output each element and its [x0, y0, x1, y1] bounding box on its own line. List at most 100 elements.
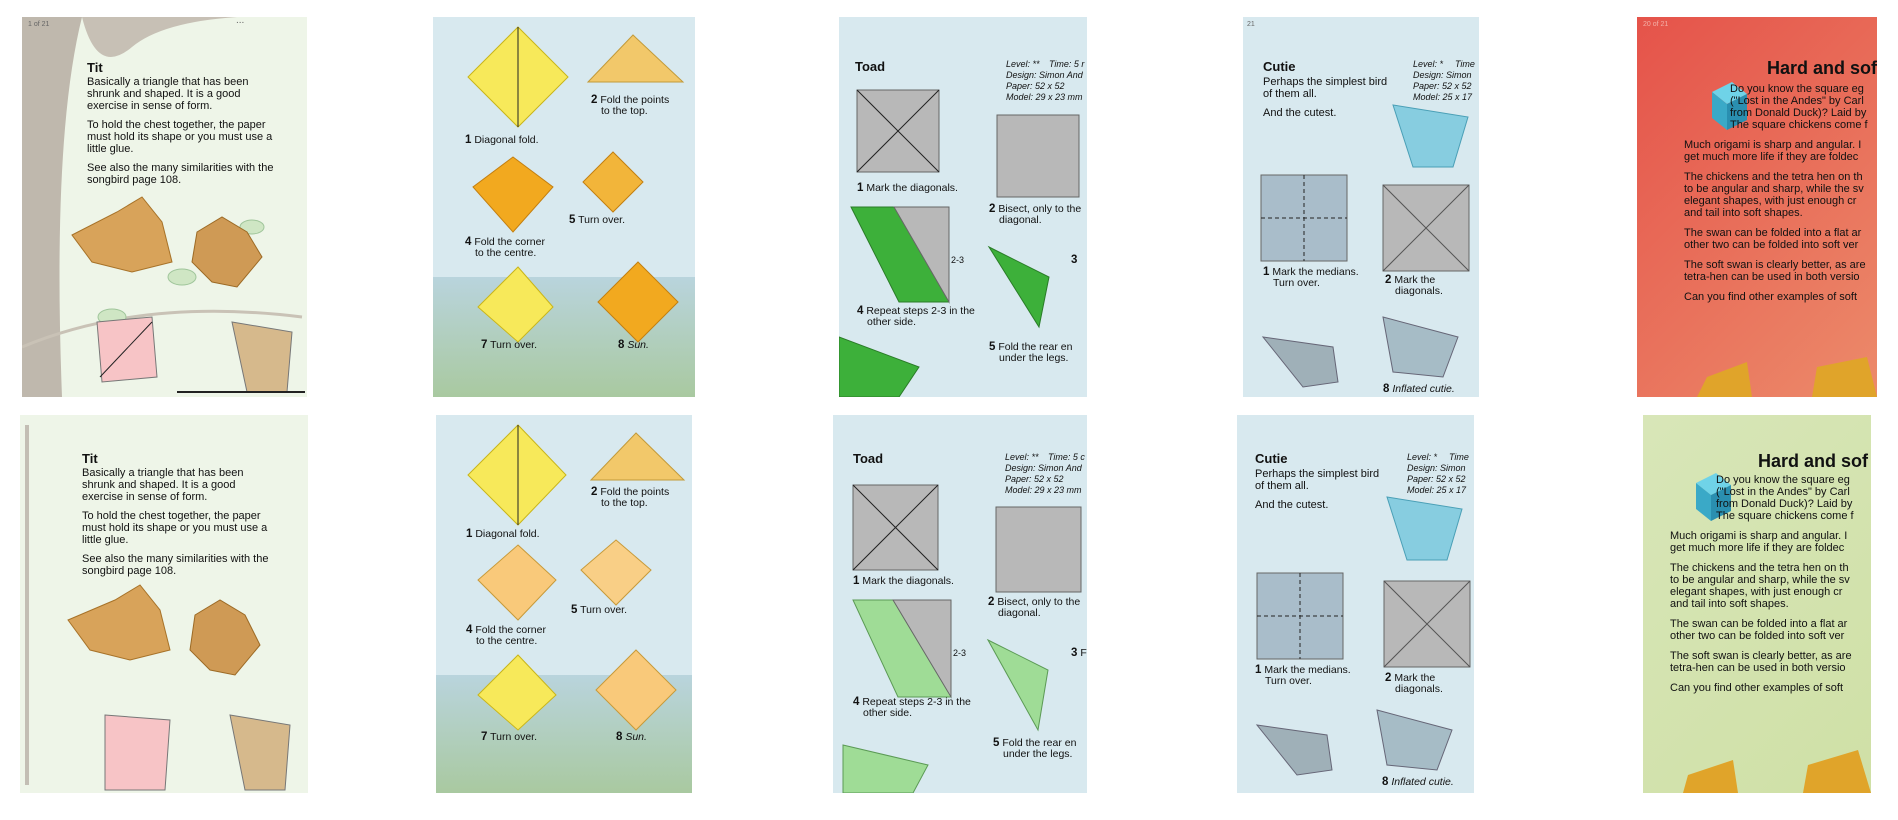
- sun-step-4: 4 Fold the corner: [466, 624, 546, 636]
- step-text: Sun.: [627, 339, 649, 351]
- page-sun-bottom[interactable]: 1 Diagonal fold. 2 Fold the points to th…: [436, 415, 692, 793]
- toad-step-3: 3 F: [1071, 647, 1087, 659]
- toad-step-1: 1 Mark the diagonals.: [857, 182, 958, 194]
- toad-step-2-cont: diagonal.: [999, 214, 1042, 226]
- cutie-level: Level: *: [1407, 452, 1438, 462]
- sun-step-4-cont: to the centre.: [476, 635, 538, 647]
- origami-chick-icon: [1697, 357, 1877, 397]
- hard-text-5: Much origami is sharp and angular. I: [1684, 139, 1862, 151]
- page-title: Hard and sof: [1767, 58, 1877, 78]
- sun-step-2: 2 Fold the points: [591, 94, 670, 106]
- step-number: 7: [481, 339, 488, 351]
- toad-design: Design: Simon And: [1006, 70, 1083, 80]
- page-hard-soft-bottom[interactable]: Hard and sof Do you know the square eg (…: [1643, 415, 1871, 793]
- tit-text-6: little glue.: [87, 143, 134, 155]
- cutie-design: Design: Simon: [1407, 463, 1466, 473]
- page-cutie-top[interactable]: 2 1 Cutie Perhaps the simplest bird of th…: [1243, 17, 1479, 397]
- toad-paper: Paper: 52 x 52: [1005, 474, 1064, 484]
- step-number: 1: [1263, 266, 1270, 278]
- sun-step-2-cont: to the top.: [601, 497, 648, 509]
- menu-dots-icon[interactable]: ...: [236, 17, 245, 26]
- page-toad-top[interactable]: Toad Level: ** Time: 5 r Design: Simon A…: [839, 17, 1087, 397]
- tit-text-4: To hold the chest together, the paper: [82, 510, 261, 522]
- toad-step-23: 2-3: [953, 648, 967, 658]
- step-number: 5: [571, 604, 578, 616]
- page-sun-top[interactable]: 1 Diagonal fold. 2 Fold the points to th…: [433, 17, 695, 397]
- cutie-step-1-cont: Turn over.: [1265, 675, 1312, 687]
- step-text: Diagonal fold.: [475, 528, 540, 540]
- step-text: Mark the medians.: [1272, 266, 1359, 278]
- cutie-step-1: 1 Mark the medians.: [1255, 664, 1351, 676]
- hard-text-7: The chickens and the tetra hen on th: [1684, 171, 1863, 183]
- tit-bird-1: [71, 196, 263, 288]
- cutie-step-2: 2 Mark the: [1385, 274, 1436, 286]
- toad-paper: Paper: 52 x 52: [1006, 81, 1065, 91]
- cutie-model: Model: 25 x 17: [1407, 485, 1467, 495]
- step-text: Fold the rear en: [998, 341, 1073, 353]
- cutie-text-1: Perhaps the simplest bird: [1263, 76, 1388, 88]
- step-text: Sun.: [625, 731, 647, 743]
- hard-text-1: Do you know the square eg: [1716, 474, 1850, 486]
- step-text: Fold the points: [600, 486, 670, 498]
- hard-text-12: other two can be folded into soft ver: [1670, 630, 1845, 642]
- page-title: Toad: [853, 451, 884, 466]
- hard-text-13: The soft swan is clearly better, as are: [1670, 650, 1852, 662]
- hard-text-14: tetra-hen can be used in both versio: [1670, 662, 1846, 674]
- hard-text-12: other two can be folded into soft ver: [1684, 239, 1859, 251]
- hard-text-6: get much more life if they are foldec: [1670, 542, 1845, 554]
- cutie-model: Model: 25 x 17: [1413, 92, 1473, 102]
- cutie-paper: Paper: 52 x 52: [1407, 474, 1466, 484]
- cutie-design: Design: Simon: [1413, 70, 1472, 80]
- sun-step-4: 4 Fold the corner: [465, 236, 545, 248]
- step-number: 8: [618, 339, 625, 351]
- sun-step-7: 7 Turn over.: [481, 339, 537, 351]
- sun-step-8: 8 Sun.: [618, 339, 649, 351]
- step-number: 8: [616, 731, 623, 743]
- hard-text-9: elegant shapes, with just enough cr: [1684, 195, 1857, 207]
- cutie-step-1-cont: Turn over.: [1273, 277, 1320, 289]
- sun-step-4-cont: to the centre.: [475, 247, 537, 259]
- step-text: Mark the: [1394, 274, 1436, 286]
- toad-time: Time: 5 c: [1048, 452, 1085, 462]
- toad-time: Time: 5 r: [1049, 59, 1085, 69]
- hard-text-11: The swan can be folded into a flat ar: [1684, 227, 1862, 239]
- hard-text-4: The square chickens come f: [1730, 119, 1868, 131]
- step-text: Bisect, only to the: [998, 203, 1082, 215]
- page-tit-top[interactable]: 1 of 21 ... Tit Basically a triangle tha…: [22, 17, 307, 397]
- tit-text-3: exercise in sense of form.: [87, 100, 213, 112]
- step-text: Turn over.: [578, 214, 626, 226]
- tit-text-5: must hold its shape or you must use a: [87, 131, 273, 143]
- step-number: 1: [1255, 664, 1262, 676]
- cutie-step-8: 8 Inflated cutie.: [1383, 383, 1455, 395]
- step-number: 7: [481, 731, 488, 743]
- hard-text-10: and tail into soft shapes.: [1684, 207, 1803, 219]
- step-number: 5: [569, 214, 576, 226]
- hard-text-14: tetra-hen can be used in both versio: [1684, 271, 1860, 283]
- step-text: Fold the points: [600, 94, 670, 106]
- step-number: 3: [1071, 647, 1078, 659]
- toad-model: Model: 29 x 23 mm: [1005, 485, 1082, 495]
- page-hard-soft-top[interactable]: 20 of 21 Hard and sof Do you know the sq…: [1637, 17, 1877, 397]
- cutie-text-2: of them all.: [1263, 88, 1317, 100]
- tit-text-7: See also the many similarities with the: [87, 162, 274, 174]
- step-number: 8: [1383, 383, 1390, 395]
- page-title: Cutie: [1263, 59, 1296, 74]
- cube-icon: [1712, 82, 1747, 130]
- step-number: 8: [1382, 776, 1389, 788]
- cutie-paper: Paper: 52 x 52: [1413, 81, 1472, 91]
- tit-text-6: little glue.: [82, 534, 129, 546]
- diagram-square-pink: [96, 316, 293, 393]
- sun-step-7: 7 Turn over.: [481, 731, 537, 743]
- step-number: 2: [1385, 274, 1392, 286]
- tit-text-2: shrunk and shaped. It is a good: [87, 88, 241, 100]
- step-text: Turn over.: [580, 604, 628, 616]
- page-tit-bottom[interactable]: Tit Basically a triangle that has been s…: [20, 415, 308, 793]
- page-toad-bottom[interactable]: Toad Level: ** Time: 5 c Design: Simon A…: [833, 415, 1087, 793]
- tit-text-1: Basically a triangle that has been: [87, 76, 249, 88]
- sun-step-8: 8 Sun.: [616, 731, 647, 743]
- step-text: Fold the rear en: [1002, 737, 1077, 749]
- page-cutie-bottom[interactable]: Cutie Perhaps the simplest bird of them …: [1237, 415, 1474, 793]
- cutie-diagrams: [1255, 496, 1471, 776]
- step-text: Mark the medians.: [1264, 664, 1351, 676]
- step-number: 4: [465, 236, 472, 248]
